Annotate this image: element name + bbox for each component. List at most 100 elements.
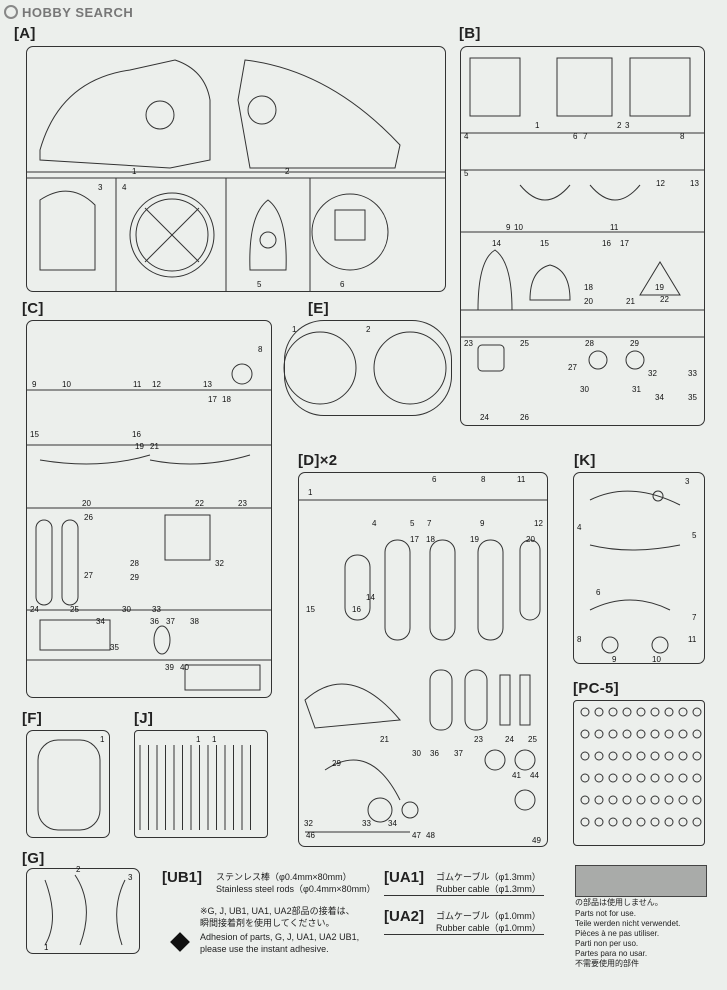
svg-text:15: 15 xyxy=(30,430,39,439)
svg-text:20: 20 xyxy=(82,499,91,508)
svg-text:36: 36 xyxy=(150,617,159,626)
svg-text:15: 15 xyxy=(306,605,315,614)
svg-text:2: 2 xyxy=(366,325,371,334)
pc5-part xyxy=(692,773,702,783)
svg-text:21: 21 xyxy=(380,735,389,744)
svg-text:9: 9 xyxy=(32,380,37,389)
svg-text:4: 4 xyxy=(122,183,127,192)
svg-text:24: 24 xyxy=(505,735,514,744)
svg-text:33: 33 xyxy=(362,819,371,828)
svg-text:36: 36 xyxy=(430,749,439,758)
logo-text: HOBBY SEARCH xyxy=(22,4,134,20)
pc5-part xyxy=(650,817,660,827)
adhesive-jp1: ※G, J, UB1, UA1, UA2部品の接着は、 xyxy=(200,906,355,916)
adhesive-en2: please use the instant adhesive. xyxy=(200,944,329,954)
svg-text:1: 1 xyxy=(44,943,49,952)
svg-text:21: 21 xyxy=(150,442,159,451)
pc5-part xyxy=(664,751,674,761)
notuse-it: Parti non per uso. xyxy=(575,939,639,948)
pc5-part xyxy=(608,795,618,805)
svg-text:17: 17 xyxy=(410,535,419,544)
svg-text:21: 21 xyxy=(626,297,635,306)
pc5-part xyxy=(580,773,590,783)
svg-text:8: 8 xyxy=(680,132,685,141)
svg-text:47: 47 xyxy=(412,831,421,840)
pc5-part xyxy=(622,795,632,805)
pc5-part xyxy=(580,729,590,739)
pc5-part xyxy=(580,751,590,761)
svg-text:35: 35 xyxy=(688,393,697,402)
pc5-part xyxy=(608,817,618,827)
pc5-part xyxy=(580,707,590,717)
svg-text:48: 48 xyxy=(426,831,435,840)
ua1-underline xyxy=(384,895,544,896)
svg-text:2: 2 xyxy=(76,865,81,874)
sprue-frame-f xyxy=(26,730,110,838)
svg-text:29: 29 xyxy=(130,573,139,582)
pc5-part xyxy=(622,773,632,783)
pc5-part xyxy=(664,817,674,827)
notuse-de: Teile werden nicht verwendet. xyxy=(575,919,681,928)
logo-mark-icon xyxy=(4,5,18,19)
svg-text:1: 1 xyxy=(100,735,105,744)
svg-text:17: 17 xyxy=(208,395,217,404)
pc5-part xyxy=(678,729,688,739)
svg-text:16: 16 xyxy=(132,430,141,439)
svg-text:49: 49 xyxy=(532,836,541,845)
pc5-part xyxy=(678,707,688,717)
pc5-part xyxy=(678,751,688,761)
pc5-part xyxy=(692,817,702,827)
svg-text:8: 8 xyxy=(481,475,486,484)
pc5-part xyxy=(608,751,618,761)
svg-text:34: 34 xyxy=(388,819,397,828)
svg-text:16: 16 xyxy=(602,239,611,248)
svg-text:9: 9 xyxy=(612,655,617,664)
svg-text:29: 29 xyxy=(630,339,639,348)
svg-text:1: 1 xyxy=(132,167,137,176)
svg-text:20: 20 xyxy=(584,297,593,306)
svg-text:24: 24 xyxy=(30,605,39,614)
notuse-en: Parts not for use. xyxy=(575,909,636,918)
svg-text:2: 2 xyxy=(617,121,622,130)
pc5-part xyxy=(594,707,604,717)
svg-text:10: 10 xyxy=(514,223,523,232)
svg-text:1: 1 xyxy=(535,121,540,130)
ua1-en: Rubber cable（φ1.3mm） xyxy=(436,884,541,894)
svg-text:25: 25 xyxy=(520,339,529,348)
ua2-underline xyxy=(384,934,544,935)
svg-text:44: 44 xyxy=(530,771,539,780)
svg-text:4: 4 xyxy=(577,523,582,532)
svg-text:30: 30 xyxy=(412,749,421,758)
svg-text:3: 3 xyxy=(685,477,690,486)
svg-text:9: 9 xyxy=(480,519,485,528)
pc5-part xyxy=(692,729,702,739)
notuse-jp: の部品は使用しません。 xyxy=(575,898,663,907)
svg-text:37: 37 xyxy=(166,617,175,626)
svg-text:11: 11 xyxy=(688,635,697,644)
svg-text:14: 14 xyxy=(366,593,375,602)
svg-text:38: 38 xyxy=(190,617,199,626)
section-g-label: [G] xyxy=(22,850,45,867)
svg-text:3: 3 xyxy=(625,121,630,130)
svg-text:31: 31 xyxy=(632,385,641,394)
adhesive-en1: Adhesion of parts, G, J, UA1, UA2 UB1, xyxy=(200,932,360,942)
pc5-part xyxy=(580,817,590,827)
svg-text:20: 20 xyxy=(526,535,535,544)
pc5-part xyxy=(636,729,646,739)
svg-text:9: 9 xyxy=(506,223,511,232)
svg-text:30: 30 xyxy=(122,605,131,614)
pc5-part xyxy=(664,795,674,805)
sprue-frame-g xyxy=(26,868,140,954)
svg-text:4: 4 xyxy=(372,519,377,528)
svg-text:26: 26 xyxy=(520,413,529,422)
pc5-part xyxy=(650,751,660,761)
ua2-jp: ゴムケーブル（φ1.0mm） xyxy=(436,911,541,921)
pc5-part xyxy=(608,729,618,739)
pc5-part xyxy=(678,817,688,827)
svg-text:28: 28 xyxy=(130,559,139,568)
pc5-part xyxy=(594,751,604,761)
ua1-jp: ゴムケーブル（φ1.3mm） xyxy=(436,872,541,882)
notuse-fr: Pièces à ne pas utiliser. xyxy=(575,929,660,938)
ub1-jp: ステンレス棒（φ0.4mm×80mm） xyxy=(216,872,352,882)
